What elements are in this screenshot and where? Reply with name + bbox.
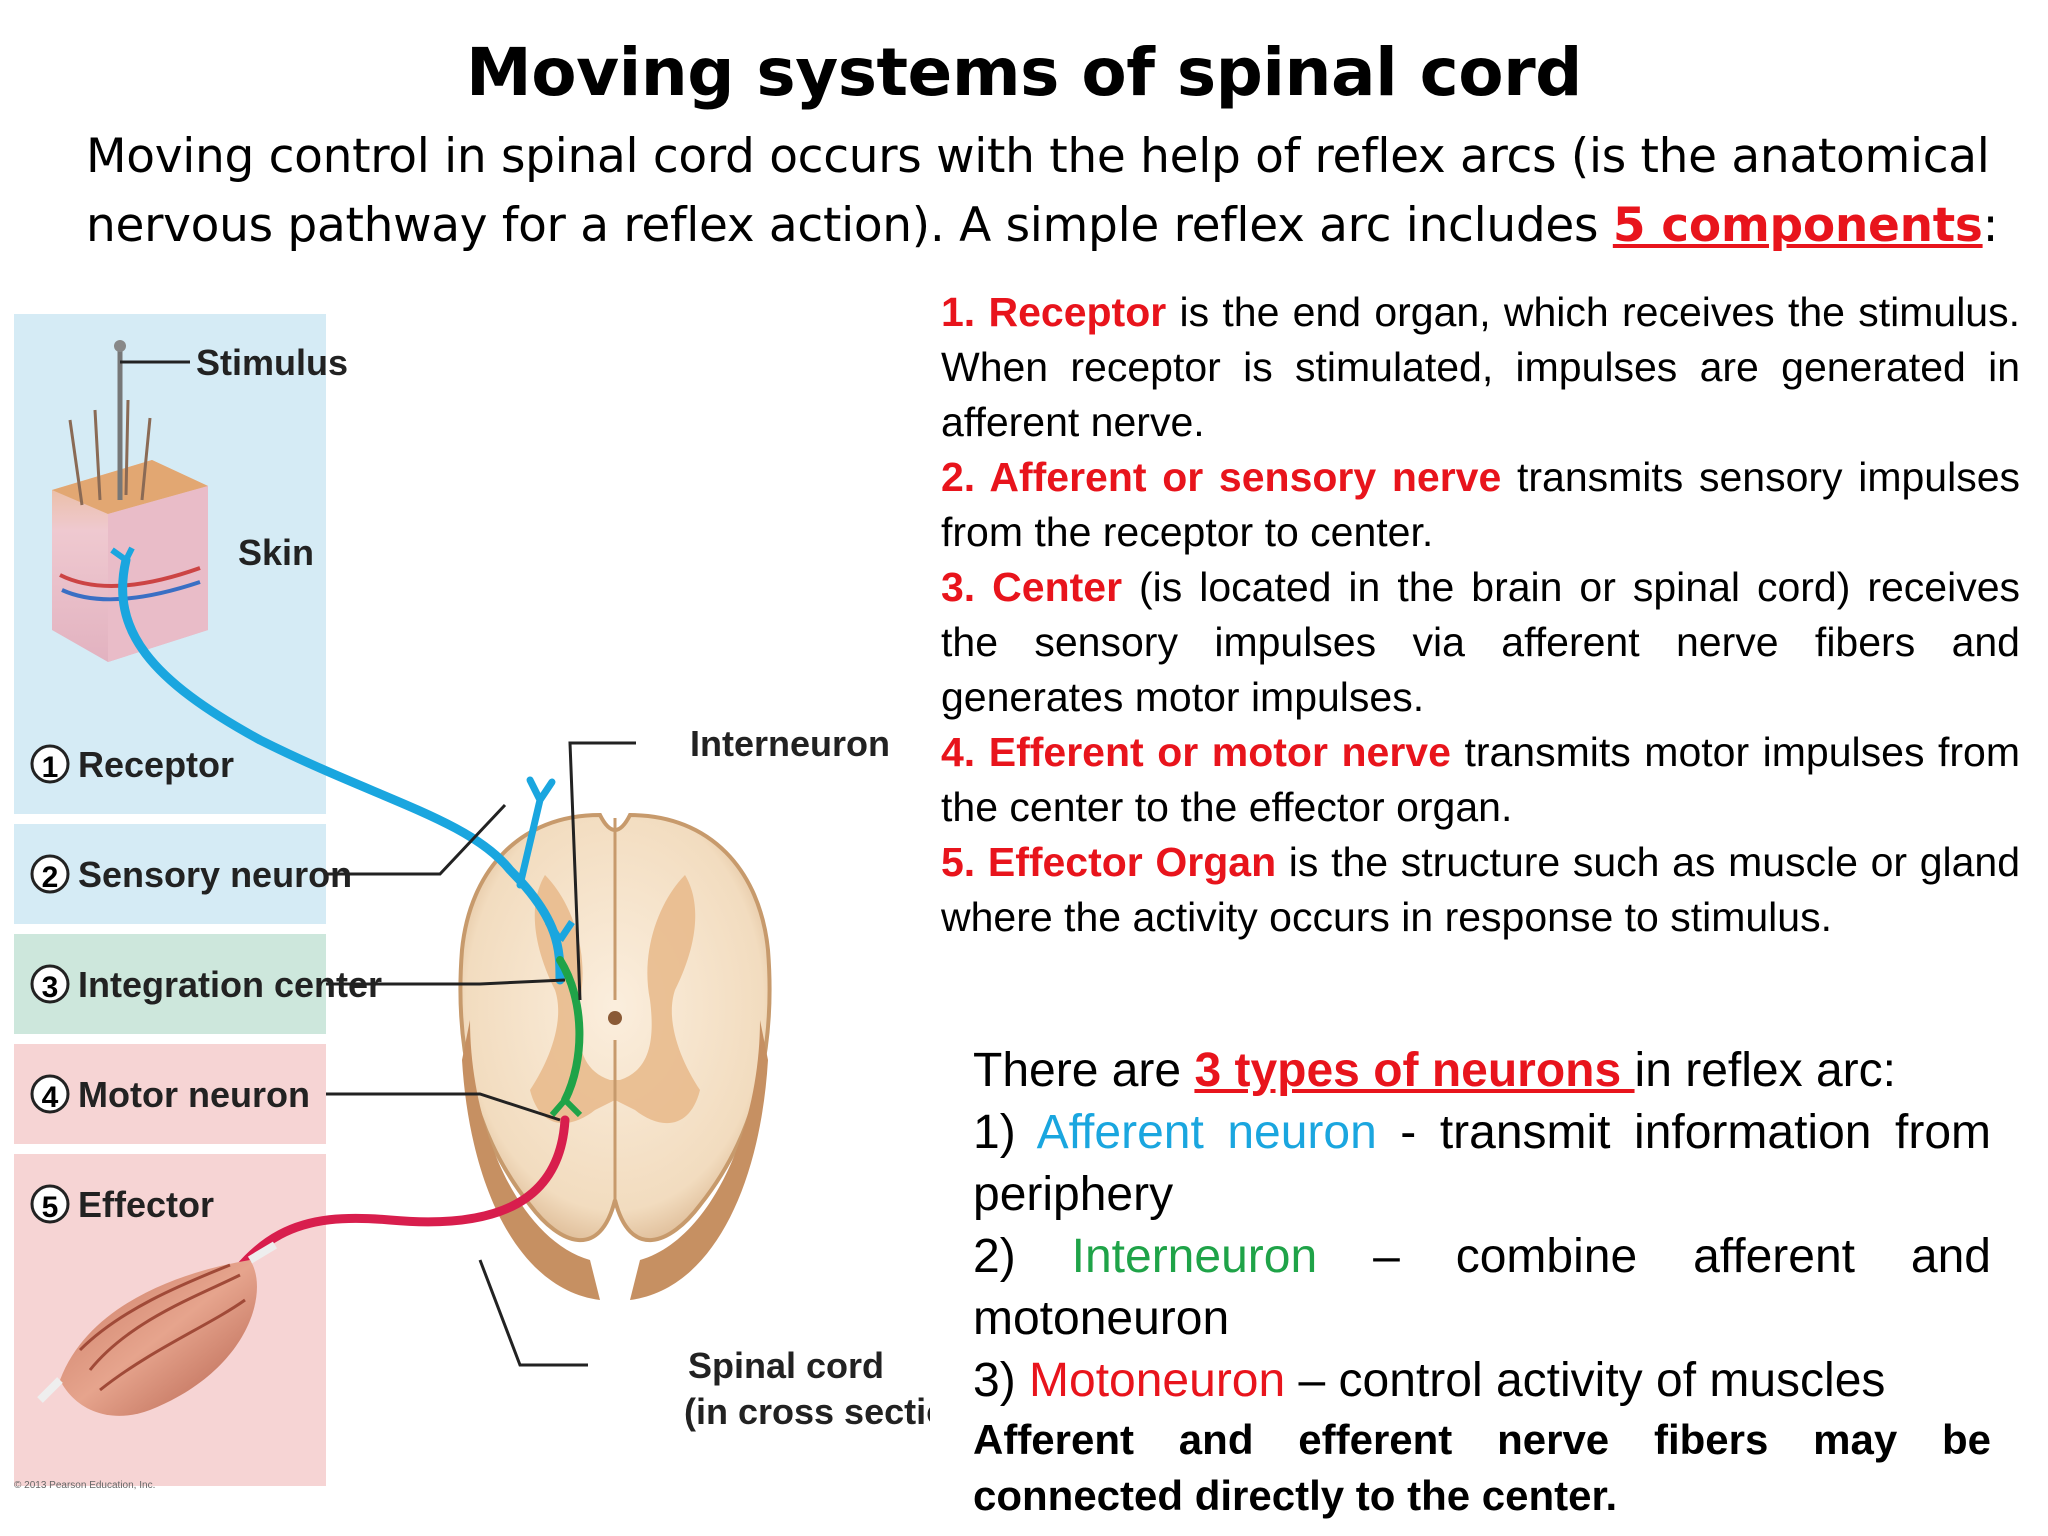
component-text: is the structure such as muscle or gland… bbox=[941, 839, 2021, 940]
component-label: 4. Efferent or motor nerve bbox=[941, 729, 1451, 775]
label-spinal-cord: Spinal cord bbox=[688, 1345, 884, 1386]
muscle-effector bbox=[37, 1241, 278, 1416]
component-label: 1. Receptor bbox=[941, 289, 1167, 335]
neuron-name: Afferent neuron bbox=[1036, 1106, 1377, 1159]
neuron-intro: There are 3 types of neurons in reflex a… bbox=[973, 1040, 1991, 1102]
reflex-arc-figure: Stimulus Skin Interneuron Spinal cord (i… bbox=[14, 314, 930, 1491]
neuron-prefix: 3) bbox=[973, 1354, 1030, 1407]
components-list: 1. Receptor is the end organ, which rece… bbox=[941, 285, 2020, 945]
neuron-types: There are 3 types of neurons in reflex a… bbox=[973, 1040, 1991, 1524]
legend-item-sensory: 2 Sensory neuron bbox=[30, 854, 352, 895]
label-spinal-cord-sub: (in cross section) bbox=[684, 1391, 930, 1432]
component-item: 1. Receptor is the end organ, which rece… bbox=[941, 285, 2020, 450]
component-text: transmits motor impulses from the center… bbox=[941, 729, 2020, 830]
intro-colon: : bbox=[1982, 198, 1999, 253]
legend-number: 5 bbox=[42, 1191, 59, 1224]
component-item: 3. Center (is located in the brain or sp… bbox=[941, 560, 2020, 725]
component-label: 5. Effector Organ bbox=[941, 839, 1277, 885]
neuron-text: – control activity of muscles bbox=[1285, 1354, 1886, 1407]
receptor-ending bbox=[110, 546, 135, 563]
component-item: 2. Afferent or sensory nerve transmits s… bbox=[941, 450, 2020, 560]
intro-paragraph: Moving control in spinal cord occurs wit… bbox=[86, 122, 2006, 260]
legend-number: 4 bbox=[42, 1081, 59, 1114]
neuron-prefix: 2) bbox=[973, 1230, 1072, 1283]
legend-item-receptor: 1 Receptor bbox=[30, 744, 234, 785]
neuron-item: 1) Afferent neuron - transmit informatio… bbox=[973, 1102, 1991, 1226]
legend-label: Sensory neuron bbox=[78, 854, 352, 895]
sensory-terminal bbox=[545, 920, 575, 942]
leader-lines bbox=[120, 360, 636, 1367]
interneuron-path bbox=[556, 956, 584, 1104]
label-stimulus: Stimulus bbox=[196, 342, 348, 383]
legend-label: Motor neuron bbox=[78, 1074, 310, 1115]
legend-label: Integration center bbox=[78, 964, 382, 1005]
intro-text: Moving control in spinal cord occurs wit… bbox=[86, 129, 1990, 253]
neuron-intro-post: in reflex arc: bbox=[1634, 1044, 1896, 1097]
legend-label: Receptor bbox=[78, 744, 234, 785]
intro-highlight: 5 components bbox=[1612, 198, 1983, 253]
legend-number: 1 bbox=[42, 751, 59, 784]
neuron-name: Interneuron bbox=[1071, 1230, 1318, 1283]
neuron-prefix: 1) bbox=[973, 1106, 1037, 1159]
legend-item-integration: 3 Integration center bbox=[30, 964, 382, 1005]
neuron-note: Afferent and efferent nerve fibers may b… bbox=[973, 1416, 1991, 1519]
legend-item-effector: 5 Effector bbox=[30, 1184, 214, 1225]
sensory-branch bbox=[516, 776, 556, 889]
sensory-neuron-path bbox=[118, 555, 565, 985]
label-skin: Skin bbox=[238, 532, 314, 573]
component-label: 3. Center bbox=[941, 564, 1123, 610]
neuron-text: - transmit information from periphery bbox=[973, 1106, 1991, 1221]
legend-number: 3 bbox=[42, 971, 59, 1004]
legend-label: Effector bbox=[78, 1184, 214, 1225]
component-label: 2. Afferent or sensory nerve bbox=[941, 454, 1502, 500]
label-interneuron: Interneuron bbox=[690, 723, 890, 764]
neuron-intro-pre: There are bbox=[973, 1044, 1195, 1097]
page-title: Moving systems of spinal cord bbox=[466, 34, 1582, 111]
neuron-item: 2) Interneuron – combine afferent and mo… bbox=[973, 1226, 1991, 1350]
figure-copyright: © 2013 Pearson Education, Inc. bbox=[14, 1480, 155, 1491]
neuron-item: 3) Motoneuron – control activity of musc… bbox=[973, 1350, 1991, 1412]
legend-number: 2 bbox=[42, 861, 59, 894]
component-item: 4. Efferent or motor nerve transmits mot… bbox=[941, 725, 2020, 835]
legend-item-motor: 4 Motor neuron bbox=[30, 1074, 310, 1115]
spinal-cord bbox=[458, 812, 772, 1300]
component-text: transmits sensory impulses from the rece… bbox=[941, 454, 2020, 555]
neuron-intro-highlight: 3 types of neurons bbox=[1194, 1044, 1635, 1097]
component-text: (is located in the brain or spinal cord)… bbox=[941, 564, 2021, 720]
component-text: is the end organ, which receives the sti… bbox=[941, 289, 2020, 445]
neuron-name: Motoneuron bbox=[1029, 1354, 1286, 1407]
neuron-text: – combine afferent and motoneuron bbox=[973, 1230, 1992, 1345]
component-item: 5. Effector Organ is the structure such … bbox=[941, 835, 2020, 945]
